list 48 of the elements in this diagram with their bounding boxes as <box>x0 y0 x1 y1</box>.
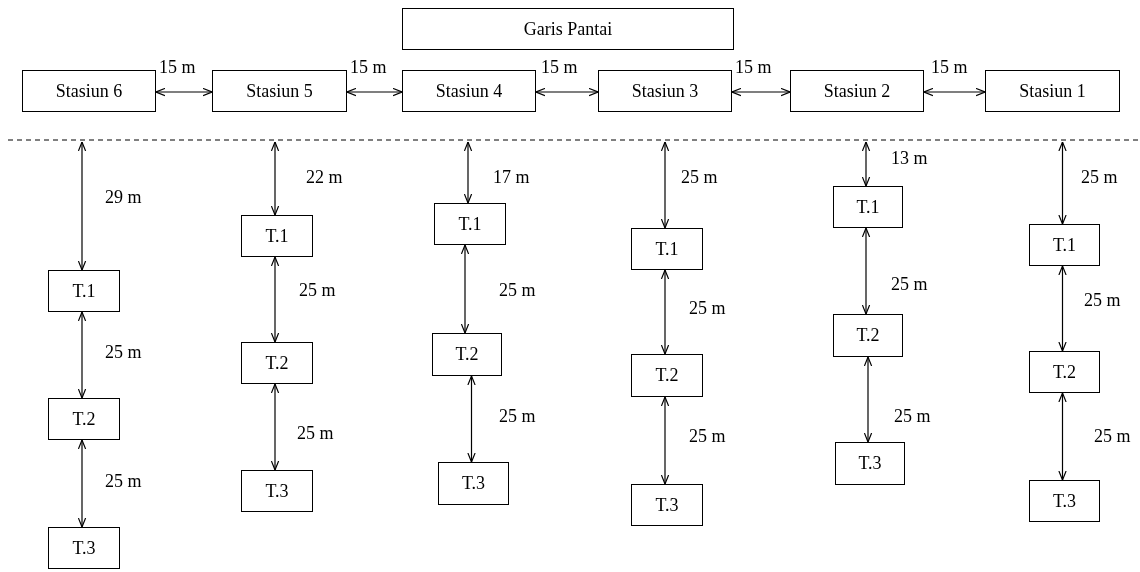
double-arrow <box>77 141 87 271</box>
station-box: Stasiun 3 <box>598 70 732 112</box>
transect-box: T.2 <box>833 314 903 357</box>
double-arrow <box>863 356 873 443</box>
transect-box: T.1 <box>631 228 703 270</box>
double-arrow <box>923 87 986 97</box>
double-arrow <box>660 269 670 355</box>
double-arrow <box>463 141 473 204</box>
transect-box: T.2 <box>432 333 502 376</box>
double-arrow <box>1058 392 1067 481</box>
transect-box: T.2 <box>1029 351 1100 393</box>
transect-box: T.3 <box>631 484 703 526</box>
double-arrow <box>270 256 280 343</box>
double-arrow <box>270 141 280 216</box>
transect-box: T.3 <box>1029 480 1100 522</box>
transect-box: T.1 <box>434 203 506 245</box>
double-arrow <box>731 87 791 97</box>
double-arrow <box>861 141 871 187</box>
transect-box: T.2 <box>241 342 313 384</box>
double-arrow <box>346 87 403 97</box>
double-arrow <box>155 87 213 97</box>
transect-box: T.1 <box>833 186 903 228</box>
station-box: Stasiun 1 <box>985 70 1120 112</box>
transect-box: T.1 <box>48 270 120 312</box>
station-box: Stasiun 2 <box>790 70 924 112</box>
double-arrow <box>1058 265 1067 352</box>
double-arrow <box>861 227 871 315</box>
station-box: Stasiun 5 <box>212 70 347 112</box>
double-arrow <box>270 383 280 471</box>
transect-box: T.2 <box>48 398 120 440</box>
transect-box: T.1 <box>1029 224 1100 266</box>
transect-box: T.2 <box>631 354 703 397</box>
double-arrow <box>660 396 670 485</box>
double-arrow <box>77 311 87 399</box>
transect-box: T.3 <box>835 442 905 485</box>
station-box: Stasiun 6 <box>22 70 156 112</box>
double-arrow <box>460 244 470 334</box>
double-arrow <box>535 87 599 97</box>
double-arrow <box>77 439 87 528</box>
double-arrow <box>467 375 476 463</box>
transect-box: T.3 <box>48 527 120 569</box>
transect-box: T.1 <box>241 215 313 257</box>
double-arrow <box>660 141 670 229</box>
transect-box: T.3 <box>438 462 509 505</box>
transect-box: T.3 <box>241 470 313 512</box>
station-box: Stasiun 4 <box>402 70 536 112</box>
station-box: Garis Pantai <box>402 8 734 50</box>
double-arrow <box>1058 141 1067 225</box>
